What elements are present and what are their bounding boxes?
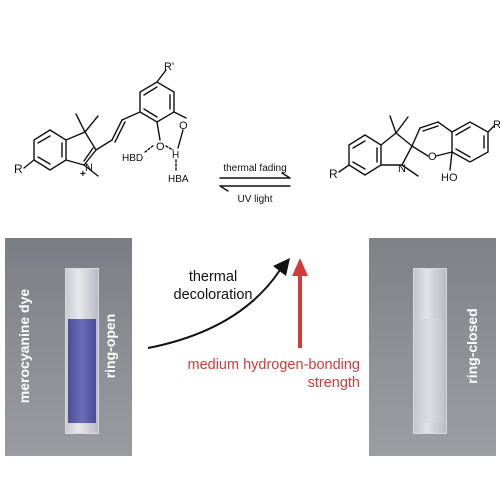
thermal-decoloration-text: thermal decoloration xyxy=(158,268,268,304)
right-cuvette xyxy=(413,268,447,434)
left-r-label: R xyxy=(14,162,23,176)
left-phenolate-o: O xyxy=(156,141,165,153)
hbond-arrow-head xyxy=(292,258,308,276)
thermal-line1: thermal xyxy=(188,269,238,285)
right-r-label: R xyxy=(329,167,338,181)
thermal-fading-label: thermal fading xyxy=(223,163,286,174)
right-cuvette-photo: ring-closed xyxy=(369,238,496,456)
left-h-label: H xyxy=(172,150,179,161)
left-cuvette-liquid xyxy=(68,319,96,423)
left-n-label: N xyxy=(85,162,93,174)
ring-open-label: ring-open xyxy=(102,313,118,379)
thermal-arrow-head xyxy=(273,258,290,276)
left-charge-label: + xyxy=(80,169,86,180)
ring-closed-label: ring-closed xyxy=(464,308,480,384)
hbd-label: HBD xyxy=(122,153,143,164)
left-oh-o: O xyxy=(179,120,188,132)
hbond-line1: medium hydrogen-bonding xyxy=(187,357,361,373)
middle-arrows xyxy=(147,258,308,349)
right-n-label: N xyxy=(398,163,406,175)
right-ho-label: HO xyxy=(441,172,458,184)
right-cuvette-liquid xyxy=(416,319,444,423)
left-rprime-label: R' xyxy=(164,61,174,73)
hbond-strength-text: medium hydrogen-bonding strength xyxy=(138,356,361,392)
hbond-line2: strength xyxy=(307,375,360,391)
left-phenol-ring xyxy=(139,81,175,123)
right-rprime-label: R' xyxy=(493,119,500,131)
left-cuvette-photo: merocyanine dye ring-open xyxy=(5,238,132,456)
right-chromene-benzene xyxy=(451,121,489,163)
uv-light-label: UV light xyxy=(237,194,272,205)
reaction-scheme: R R' N + O O H HBD HBA thermal fading UV… xyxy=(14,61,500,205)
thermal-curved-arrow xyxy=(147,269,281,349)
right-o-label: O xyxy=(428,151,437,163)
hba-label: HBA xyxy=(168,174,189,185)
merocyanine-label: merocyanine dye xyxy=(16,288,32,404)
left-cuvette xyxy=(65,268,99,434)
thermal-line2: decoloration xyxy=(173,287,253,303)
